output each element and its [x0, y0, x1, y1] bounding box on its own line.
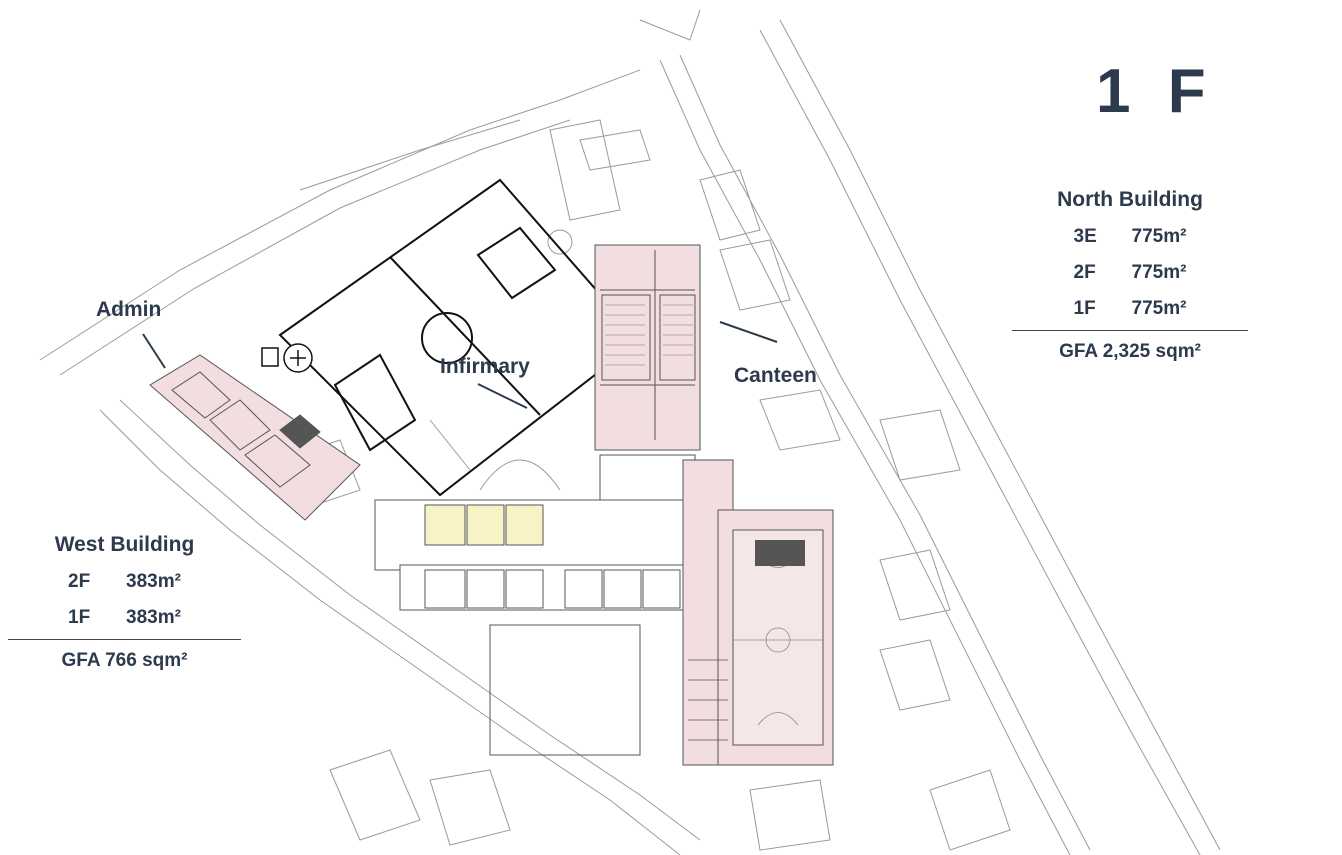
- floor-area: 775m²: [1131, 298, 1187, 319]
- goal-icons: [261, 343, 313, 373]
- floor-area: 775m²: [1131, 262, 1187, 283]
- floor-label: 1F: [1073, 298, 1096, 319]
- west-building-title: West Building: [54, 533, 195, 556]
- infirmary-label: Infirmary: [440, 355, 530, 378]
- north-gfa: GFA 2,325 sqm²: [1059, 341, 1201, 362]
- north-floor-row: 1F 775m²: [1012, 298, 1248, 320]
- north-building: [594, 244, 701, 451]
- floor-area: 775m²: [1131, 226, 1187, 247]
- north-building-title: North Building: [1057, 188, 1203, 211]
- north-building-seating: [605, 304, 693, 366]
- west-gfa: GFA 766 sqm²: [61, 650, 188, 671]
- north-floor-row: 2F 775m²: [1012, 262, 1248, 284]
- floor-label: 3E: [1073, 226, 1097, 247]
- floor-label: 2F: [1073, 262, 1096, 283]
- south-rooms: [424, 569, 681, 756]
- canteen-label: Canteen: [734, 364, 817, 387]
- stage-seating: [755, 540, 805, 566]
- divider: [1012, 330, 1248, 331]
- floor-title: 1 F: [1096, 57, 1216, 126]
- context-buildings: [279, 119, 1011, 851]
- divider: [8, 639, 241, 640]
- gym-side-rooms: [688, 659, 728, 741]
- gym-building: [682, 459, 834, 766]
- admin-label: Admin: [96, 298, 162, 321]
- context-roads: [39, 9, 1221, 855]
- floor-area: 383m²: [126, 571, 181, 592]
- floor-label: 1F: [68, 607, 91, 628]
- west-building: [149, 354, 361, 521]
- west-building-summary: West Building 2F 383m² 1F 383m² GFA 766 …: [8, 533, 241, 672]
- leader-lines: [142, 321, 778, 409]
- west-floor-row: 2F 383m²: [8, 571, 241, 593]
- north-building-summary: North Building 3E 775m² 2F 775m² 1F 775m…: [1012, 188, 1248, 363]
- classrooms-highlighted: [424, 504, 544, 546]
- running-track: [479, 459, 561, 491]
- north-floor-row: 3E 775m²: [1012, 226, 1248, 248]
- west-floor-row: 1F 383m²: [8, 607, 241, 629]
- floor-area: 383m²: [126, 607, 181, 628]
- floor-label: 2F: [68, 571, 91, 592]
